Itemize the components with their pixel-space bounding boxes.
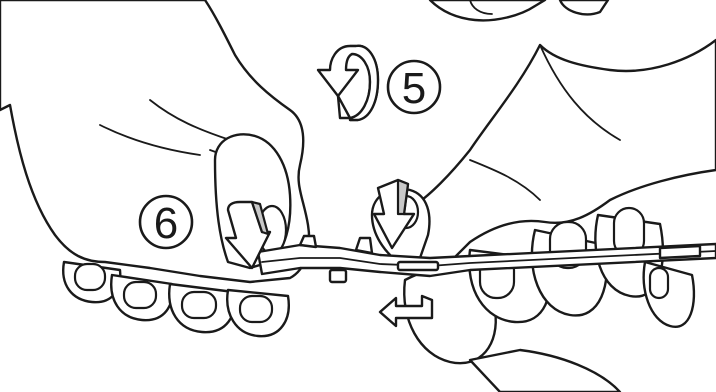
step-6-marker: 6 bbox=[140, 196, 192, 248]
step-5-marker: 5 bbox=[388, 61, 440, 113]
step-5-label: 5 bbox=[402, 64, 426, 113]
top-hand bbox=[430, 0, 608, 20]
step-6-label: 6 bbox=[154, 199, 178, 248]
rotate-arrow-icon bbox=[318, 46, 378, 120]
left-hand bbox=[0, 0, 309, 336]
